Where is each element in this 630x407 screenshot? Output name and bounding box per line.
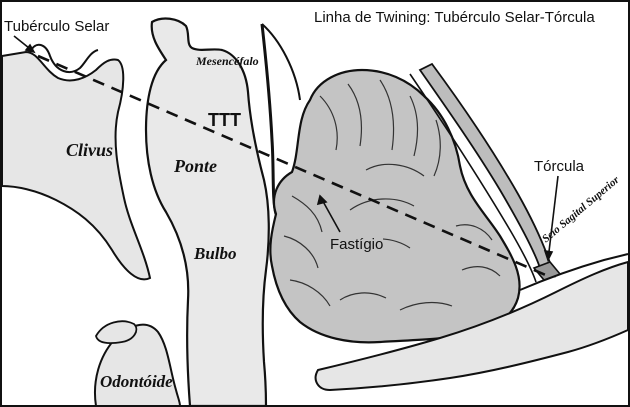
label-ponte: Ponte [174,156,217,177]
label-ttt: TTT [208,110,241,131]
cerebellum [270,70,519,342]
diagram-title: Linha de Twining: Tubérculo Selar-Tórcul… [314,9,595,26]
label-bulbo: Bulbo [194,244,237,264]
atlas-bone [96,321,136,343]
label-tuberculo-selar: Tubérculo Selar [4,18,109,35]
label-clivus: Clivus [66,140,113,161]
clivus-bone [2,52,150,279]
label-torcula: Tórcula [534,158,584,175]
label-fastigio: Fastígio [330,236,383,253]
label-odontoide: Odontóide [100,372,173,392]
label-mesencefalo: Mesencéfalo [196,54,259,69]
